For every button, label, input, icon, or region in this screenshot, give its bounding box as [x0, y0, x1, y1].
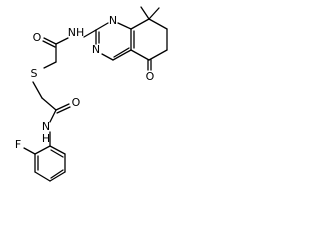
bond — [49, 109, 57, 123]
bond — [34, 171, 51, 182]
atom-h-bottom: H — [42, 132, 50, 145]
bond — [49, 171, 66, 182]
bond — [23, 147, 36, 155]
bond — [117, 22, 132, 30]
atom-fluorine: F — [15, 138, 21, 151]
atom-n-ring-bottom: N — [92, 43, 100, 56]
methyl-bond — [148, 7, 160, 20]
bond — [55, 37, 69, 45]
bond-lines — [23, 6, 168, 182]
bond — [130, 18, 150, 30]
amide-co-bond — [43, 37, 57, 45]
atom-n-ring-left: N — [109, 14, 117, 27]
bond — [50, 169, 64, 179]
atom-o-ketone: O — [146, 70, 155, 83]
bond — [50, 149, 64, 158]
atom-nh-top: NH — [68, 26, 85, 39]
atom-o-amide-bottom: O — [72, 96, 81, 109]
atom-labels: NH N N O O S O N H F — [15, 14, 155, 151]
amide-co-bond — [56, 106, 71, 114]
atom-sulfur: S — [31, 67, 38, 80]
bond — [95, 22, 109, 31]
bond — [113, 47, 130, 58]
bond — [101, 53, 114, 61]
bond — [32, 81, 43, 99]
bond — [43, 61, 57, 69]
methyl-bond — [140, 6, 150, 20]
bond — [34, 145, 51, 155]
atom-o-amide-top: O — [33, 31, 42, 44]
bond — [83, 29, 97, 38]
bond — [148, 49, 168, 61]
amide-co-bond — [55, 103, 70, 111]
bond — [130, 49, 150, 61]
bond — [148, 18, 168, 30]
bond — [112, 49, 132, 61]
amide-co-bond — [42, 40, 56, 48]
bond — [41, 97, 57, 111]
bond — [49, 145, 66, 155]
chemical-structure-diagram: NH N N O O S O N H F — [15, 6, 168, 182]
atom-n-bottom: N — [42, 120, 50, 133]
